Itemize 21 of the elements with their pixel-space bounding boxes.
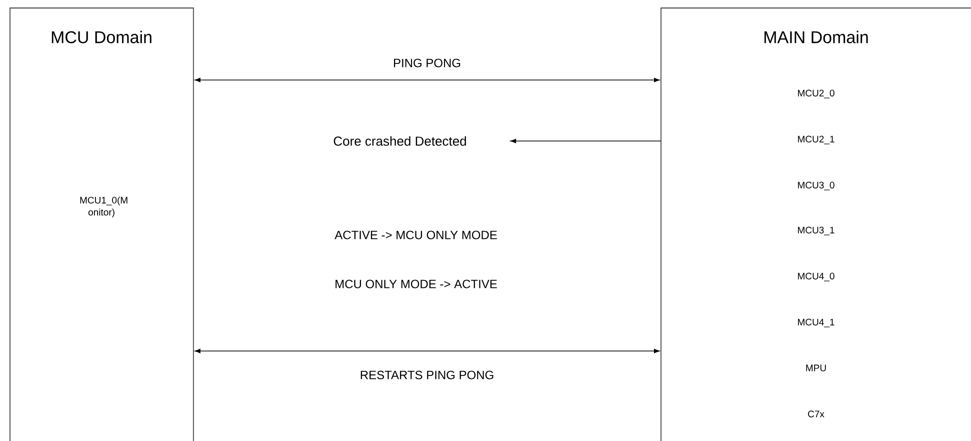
domain-box [10, 8, 194, 441]
domain-box [660, 8, 971, 441]
core-label: MCU4_1 [798, 318, 834, 328]
core-label: C7x [808, 410, 824, 418]
box-heading: MCU Domain [52, 30, 152, 44]
core-label: MCU2_1 [798, 136, 834, 144]
core-label: MCU1_0(M onitor) [80, 196, 128, 218]
core-label: MPU [806, 364, 826, 372]
box-heading: MAIN Domain [764, 30, 868, 44]
core-label: MCU3_0 [798, 182, 834, 190]
state-label: MCU ONLY MODE -> ACTIVE [336, 280, 497, 288]
edge-label: PING PONG [394, 58, 460, 68]
core-label: MCU3_1 [798, 226, 834, 236]
state-label: ACTIVE -> MCU ONLY MODE [334, 230, 497, 240]
edge-label: RESTARTS PING PONG [360, 370, 494, 380]
status-text: Core crashed Detected [334, 136, 466, 146]
core-label: MCU2_0 [798, 90, 834, 98]
arrow [194, 78, 660, 82]
arrow [194, 348, 660, 354]
arrow [510, 138, 662, 144]
core-label: MCU4_0 [798, 272, 834, 282]
